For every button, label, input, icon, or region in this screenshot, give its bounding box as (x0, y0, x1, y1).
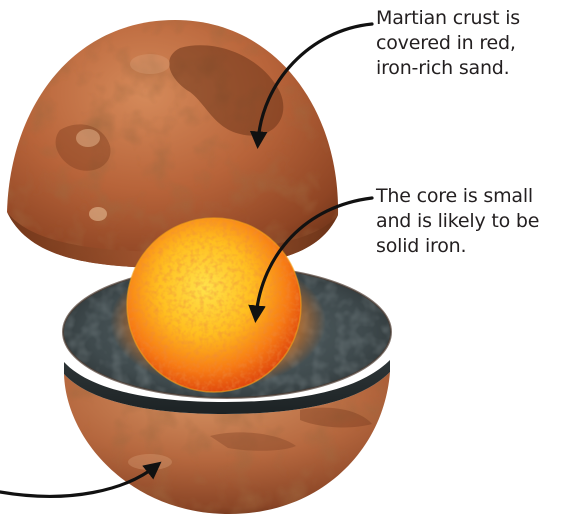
crust-callout-label: Martian crust is covered in red, iron-ri… (376, 6, 558, 81)
core-sphere (127, 218, 301, 392)
core-callout-label: The core is small and is likely to be so… (376, 184, 558, 259)
